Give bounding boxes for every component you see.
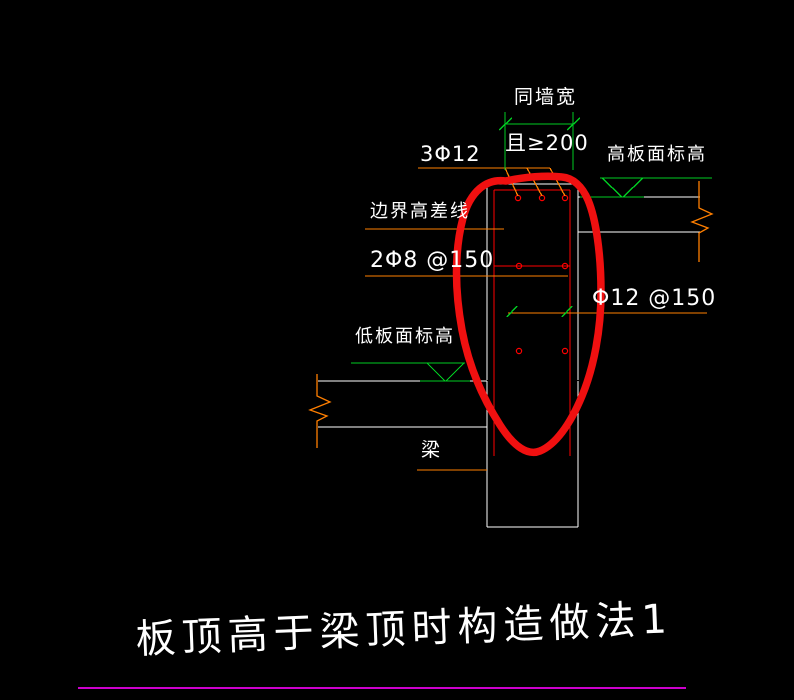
elevation-low-tri-r [445, 362, 465, 382]
dimension-tick-left [498, 117, 513, 131]
distribution-rebar-label: Φ12 @150 [592, 286, 717, 311]
beam-label: 梁 [421, 439, 443, 461]
wall-width-label: 同墙宽 [514, 86, 578, 108]
elevation-high-tri-l [601, 177, 623, 198]
structural-geometry-group [318, 183, 700, 528]
break-symbol-left [308, 374, 332, 448]
dimension-tick-right [566, 117, 581, 131]
rebar-dot-top-2 [538, 194, 546, 202]
boundary-level-line-label: 边界高差线 [370, 201, 470, 222]
elevation-high-tri-r [622, 177, 644, 198]
rebar-dot-top-1 [514, 194, 522, 202]
high-slab-elevation-label: 高板面标高 [607, 144, 707, 165]
stirrup-spec-label: 2Φ8 @150 [370, 248, 495, 273]
rebar-tick-right [561, 305, 573, 318]
wall-width-min-label: 且≥200 [505, 131, 589, 155]
elevation-low-tri-l [426, 362, 446, 382]
break-symbol-group [308, 181, 714, 448]
rebar-section-dots [514, 194, 569, 355]
rebar-dot-mid-1 [515, 262, 523, 270]
leader-top-rebar-b2 [526, 167, 543, 197]
highlight-annotation-loop [452, 172, 605, 456]
leader-top-rebar-b3 [549, 167, 566, 197]
rebar-dot-low-1 [515, 347, 523, 355]
break-symbol-right [690, 181, 714, 262]
low-slab-elevation-label: 低板面标高 [355, 326, 455, 347]
rebar-dot-low-2 [561, 347, 569, 355]
rebar-tick-left [506, 305, 518, 318]
top-rebar-label: 3Φ12 [420, 142, 481, 166]
rebar-cage-group [493, 189, 571, 456]
rebar-dot-mid-2 [561, 262, 569, 270]
dimension-and-elevation-group [351, 112, 712, 382]
rebar-dot-top-3 [561, 194, 569, 202]
